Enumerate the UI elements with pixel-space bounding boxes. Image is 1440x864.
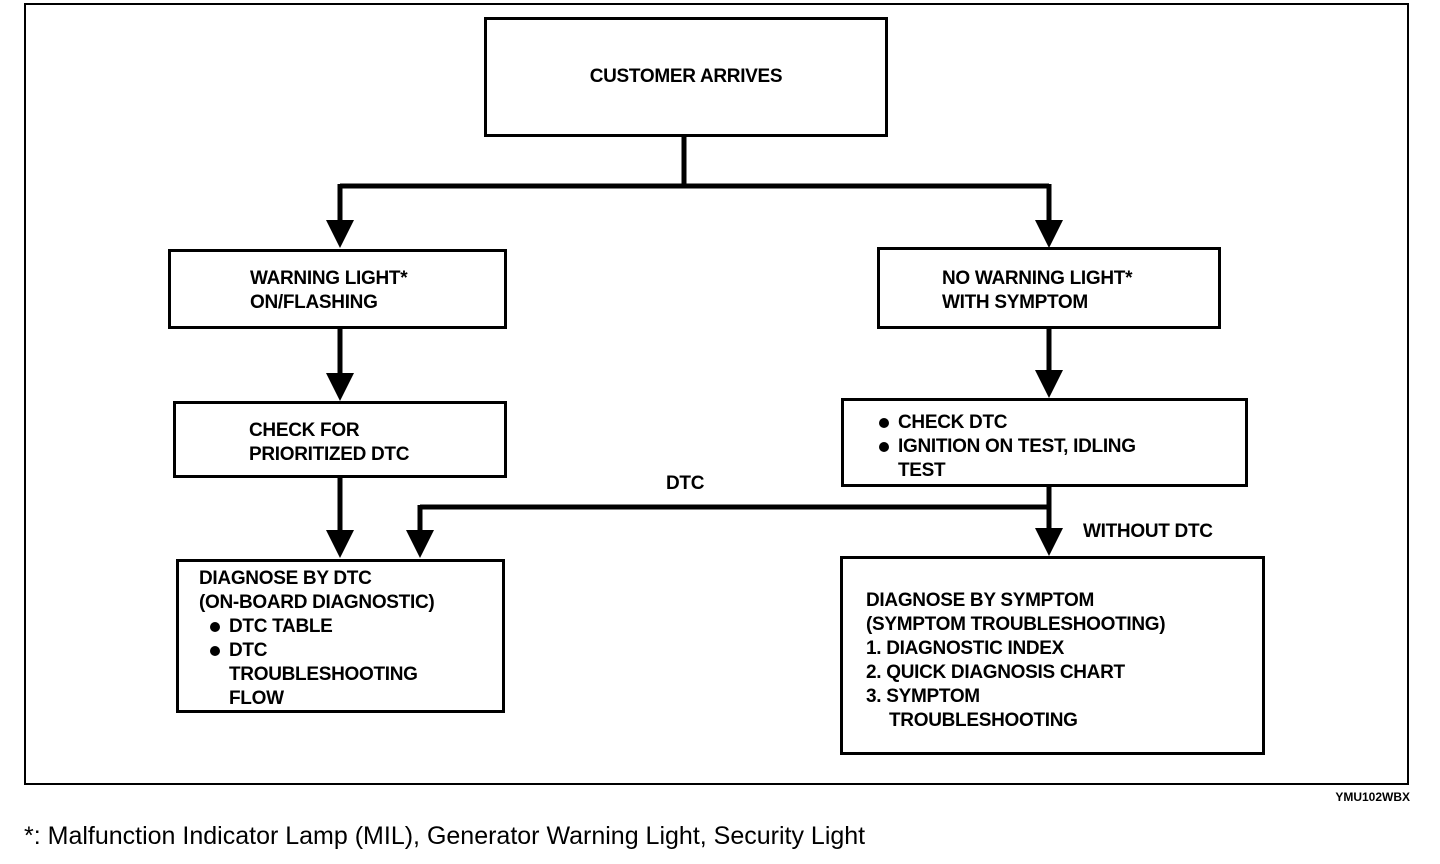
check-dtc-item: CHECK DTC [876,411,1245,435]
node-no-warning-light-line-2: WITH SYMPTOM [942,292,1088,313]
footnote: *: Malfunction Indicator Lamp (MIL), Gen… [24,822,866,850]
dtc-table-item: DTC TABLE [207,615,502,639]
diagnose-symptom-line-6: TROUBLESHOOTING [889,710,1078,731]
arrowhead-left-branch [326,220,354,248]
edge-label-without-dtc: WITHOUT DTC [1083,521,1213,542]
node-check-prioritized-line-2: PRIORITIZED DTC [249,444,410,465]
node-customer-arrives: CUSTOMER ARRIVES [484,17,888,137]
node-diagnose-by-symptom: DIAGNOSE BY SYMPTOM (SYMPTOM TROUBLESHOO… [840,556,1265,755]
node-warning-light-line-1: WARNING LIGHT* [250,268,408,289]
diagnose-symptom-line-5: 3. SYMPTOM [866,686,980,707]
dtc-troubleshooting-item-line-3: FLOW [229,688,284,709]
node-no-warning-light-line-1: NO WARNING LIGHT* [942,268,1133,289]
arrowhead-diagnose-dtc-from-dtc [406,530,434,558]
diagnose-symptom-line-2: (SYMPTOM TROUBLESHOOTING) [866,614,1166,635]
ignition-test-item: IGNITION ON TEST, IDLING [876,435,1245,459]
node-check-dtc: CHECK DTC IGNITION ON TEST, IDLING TEST [841,398,1248,487]
arrowhead-diagnose-symptom [1035,528,1063,556]
node-customer-arrives-label: CUSTOMER ARRIVES [589,66,783,87]
diagnose-dtc-line-2: (ON-BOARD DIAGNOSTIC) [199,592,435,613]
arrowhead-diagnose-dtc-main [326,530,354,558]
diagnose-symptom-line-3: 1. DIAGNOSTIC INDEX [866,638,1065,659]
arrowhead-right-branch [1035,220,1063,248]
diagnose-dtc-line-1: DIAGNOSE BY DTC [199,568,372,589]
arrowhead-check-dtc [1035,370,1063,398]
node-check-prioritized-dtc: CHECK FOR PRIORITIZED DTC [173,401,507,478]
node-warning-light-line-2: ON/FLASHING [250,292,378,313]
node-warning-light: WARNING LIGHT* ON/FLASHING [168,249,507,329]
node-check-prioritized-line-1: CHECK FOR [249,420,360,441]
ignition-test-item-continued: TEST [898,460,946,481]
node-diagnose-by-dtc: DIAGNOSE BY DTC (ON-BOARD DIAGNOSTIC) DT… [176,559,505,713]
dtc-troubleshooting-item-line-2: TROUBLESHOOTING [229,664,418,685]
diagnose-symptom-line-4: 2. QUICK DIAGNOSIS CHART [866,662,1125,683]
diagnose-symptom-line-1: DIAGNOSE BY SYMPTOM [866,590,1094,611]
diagram-frame [24,3,1409,785]
node-no-warning-light: NO WARNING LIGHT* WITH SYMPTOM [877,247,1221,329]
dtc-troubleshooting-item: DTC [207,639,502,663]
figure-code: YMU102WBX [1335,790,1410,804]
arrowhead-check-prioritized [326,373,354,401]
edge-label-dtc: DTC [666,473,705,494]
